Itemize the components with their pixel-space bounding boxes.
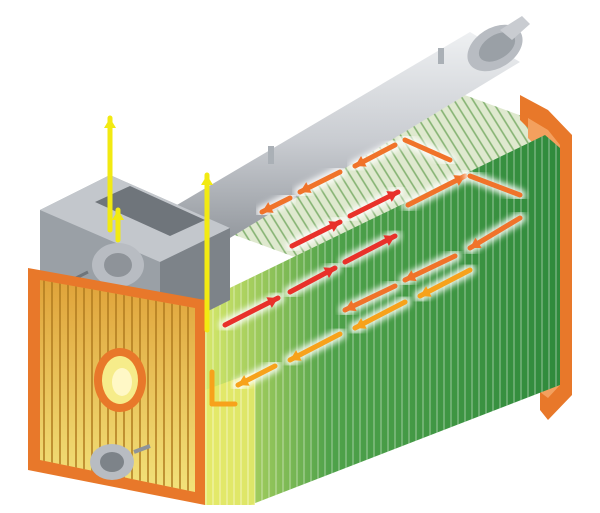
cool-arrow-4-head [238, 375, 250, 386]
exhaust-arrows [104, 112, 213, 336]
exhaust-arrow-inner-head [112, 210, 124, 220]
hot-arrow-2-head [323, 267, 335, 278]
lower-nozzle-icon [90, 444, 151, 480]
cool-arrow-1-head [420, 286, 432, 297]
hot-arrow-4-head [328, 221, 340, 232]
upper-arrow-3-head [262, 202, 274, 213]
mid-arrow-4-head [345, 300, 357, 312]
mid-arrow-2-head [470, 237, 482, 248]
top-tube-bank [180, 75, 560, 270]
hot-arrow-1-head [266, 297, 278, 308]
mid-arrow-1-head [453, 175, 465, 186]
mid-turn-1 [467, 173, 523, 198]
exhaust-arrow-left-head [104, 118, 116, 128]
cool-arrow-3-head [290, 350, 302, 361]
flue-gas-flow-paths [206, 134, 526, 410]
exhaust-arrow-right-head [201, 175, 213, 185]
burner-port-icon [94, 348, 146, 412]
cool-arrow-2-head [355, 318, 367, 329]
upper-turn [402, 137, 453, 163]
hot-arrow-5-head [386, 191, 398, 202]
mid-arrow-1-shaft [405, 173, 468, 208]
upper-arrow-2-head [300, 182, 312, 193]
mid-arrow-3-head [405, 270, 417, 282]
hot-arrow-3-head [383, 235, 395, 246]
upper-arrow-1-head [355, 156, 367, 167]
flue-outlet-icon [40, 175, 230, 335]
steam-drum-icon [160, 16, 530, 250]
